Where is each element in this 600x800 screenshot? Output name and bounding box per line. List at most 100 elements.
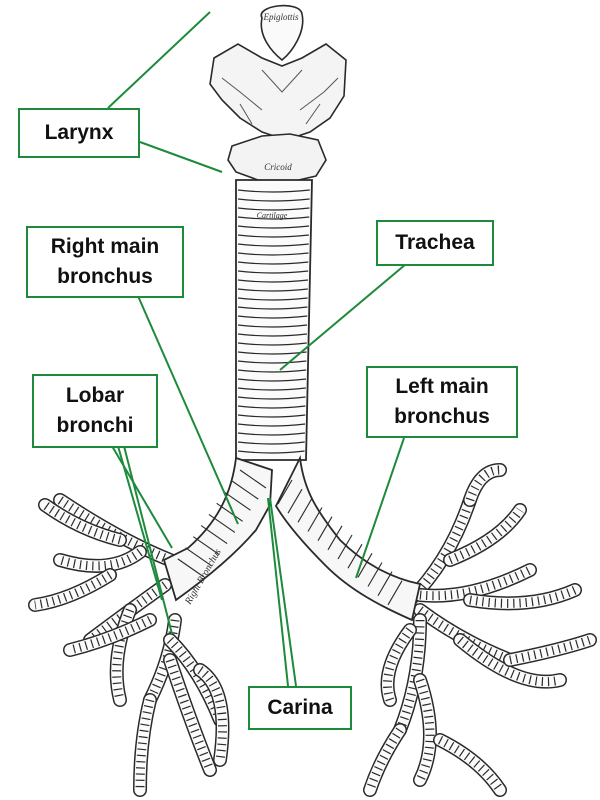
lobar-bronchi-leader-2 [117, 445, 163, 601]
right-bronchus-ring [193, 536, 220, 556]
bronchiole-fill [504, 634, 596, 666]
bronchiole-rings [395, 619, 425, 732]
right-bronchus-ring [224, 491, 251, 511]
tracheal-ring [237, 225, 310, 229]
label-right-main-bronchus-line1: Right main [50, 235, 160, 258]
label-lobar-bronchi-line1: Lobar [65, 384, 125, 407]
tracheal-ring [237, 405, 306, 409]
tracheal-ring [237, 315, 308, 319]
tracheal-ring [237, 360, 307, 364]
cricoid-engraving-text: Cricoid [264, 162, 292, 172]
label-lobar-bronchi-line2: bronchi [56, 414, 134, 437]
label-carina-text: Carina [267, 696, 333, 719]
left-bronchus-ring [307, 507, 323, 532]
left-bronchus-ring [297, 498, 313, 523]
label-larynx: Larynx [18, 108, 140, 158]
label-right-main-bronchus-line2: bronchus [57, 265, 153, 288]
right-bronchus-ring [231, 480, 259, 500]
bronchiole-rings [469, 585, 577, 608]
epiglottis [260, 4, 304, 62]
thyroid-cartilage [209, 43, 347, 141]
bronchus-rings [177, 469, 403, 606]
bronchiole-rings [165, 658, 215, 772]
bronchiole-rings [58, 548, 143, 571]
bronchiole-fill [194, 664, 228, 766]
label-lobar-bronchi: Lobar bronchi [32, 374, 158, 448]
tracheal-ring [237, 279, 309, 283]
left-main-bronchus-shape [274, 454, 422, 622]
bronchiole-rings [365, 727, 404, 792]
label-right-main-bronchus: Right main bronchus [26, 226, 184, 298]
tracheal-ring [237, 243, 309, 247]
tracheal-ring [237, 288, 308, 292]
bronchiole-rings [415, 678, 435, 783]
bronchiole-rings [68, 615, 153, 655]
tracheal-ring [237, 216, 310, 220]
larynx-leader-upper [107, 11, 211, 109]
tracheal-ring [237, 306, 308, 310]
label-trachea: Trachea [376, 220, 494, 266]
bronchiole-rings [57, 496, 172, 565]
label-carina: Carina [248, 686, 352, 730]
tracheal-ring [237, 297, 308, 301]
tracheal-ring [237, 450, 305, 454]
left-main-bronchus-leader [355, 437, 405, 579]
label-trachea-text: Trachea [395, 231, 475, 254]
larynx-leader-lower [139, 141, 223, 173]
bronchiole-rings [465, 465, 501, 502]
right-bronchus-ring [216, 502, 243, 522]
label-larynx-text: Larynx [44, 121, 114, 144]
right-bronchus-ring [239, 469, 267, 489]
left-bronchus-ring [377, 571, 393, 596]
left-bronchus-ring [347, 543, 363, 569]
label-left-main-bronchus-line1: Left main [395, 375, 489, 398]
right-main-bronchus-leader [137, 295, 239, 525]
left-bronchus-ring [357, 553, 373, 578]
carina-leader-left [267, 497, 289, 687]
bronchiole-fill [414, 564, 536, 602]
bronchial-tree-outline [28, 463, 597, 797]
bronchiole-fill [444, 504, 526, 566]
right-bronchus-ring [208, 513, 236, 533]
tracheal-ring [237, 342, 307, 346]
right-bronchus-ring [200, 525, 228, 545]
right-bronchus-ring [185, 547, 212, 567]
left-bronchus-ring [317, 516, 333, 541]
tracheal-ring [237, 414, 306, 418]
tracheal-ring [237, 369, 307, 373]
trachea-leader [279, 263, 407, 371]
tracheal-ring [237, 252, 309, 256]
bronchiole-rings [34, 571, 113, 610]
bronchiole-rings [135, 698, 155, 791]
left-bronchus-ring [277, 479, 293, 505]
tracheal-ring [237, 189, 310, 193]
carina-leader-right [269, 497, 297, 687]
left-bronchus-ring [337, 534, 353, 560]
bronchiole-rings [42, 501, 122, 545]
thyroid-shading [221, 69, 339, 125]
tracheal-ring [237, 441, 305, 445]
tracheal-ring [237, 234, 309, 238]
cricoid-cartilage [227, 133, 327, 183]
bronchiole-fill [111, 604, 136, 706]
tracheal-ring [237, 423, 306, 427]
bronchiole-fill [382, 624, 416, 706]
cartilage-engraving-text: Cartilage [257, 211, 288, 220]
label-left-main-bronchus: Left main bronchus [366, 366, 518, 438]
tracheal-ring [237, 207, 310, 211]
bronchiole-fill [434, 734, 506, 796]
right-bronchus-ring [177, 558, 205, 578]
tracheal-ring [237, 432, 306, 436]
right-main-bronchus-shape [162, 456, 273, 602]
leader-lines [107, 11, 407, 687]
left-bronchus-ring [367, 562, 383, 587]
left-bronchus-ring [327, 525, 343, 551]
tracheal-ring [237, 324, 308, 328]
tracheal-ring [237, 333, 307, 337]
left-bronchus-ring [387, 580, 403, 606]
tracheal-ring [237, 198, 310, 202]
lobar-bronchi-leader-3 [123, 445, 173, 635]
tracheal-ring [237, 387, 306, 391]
